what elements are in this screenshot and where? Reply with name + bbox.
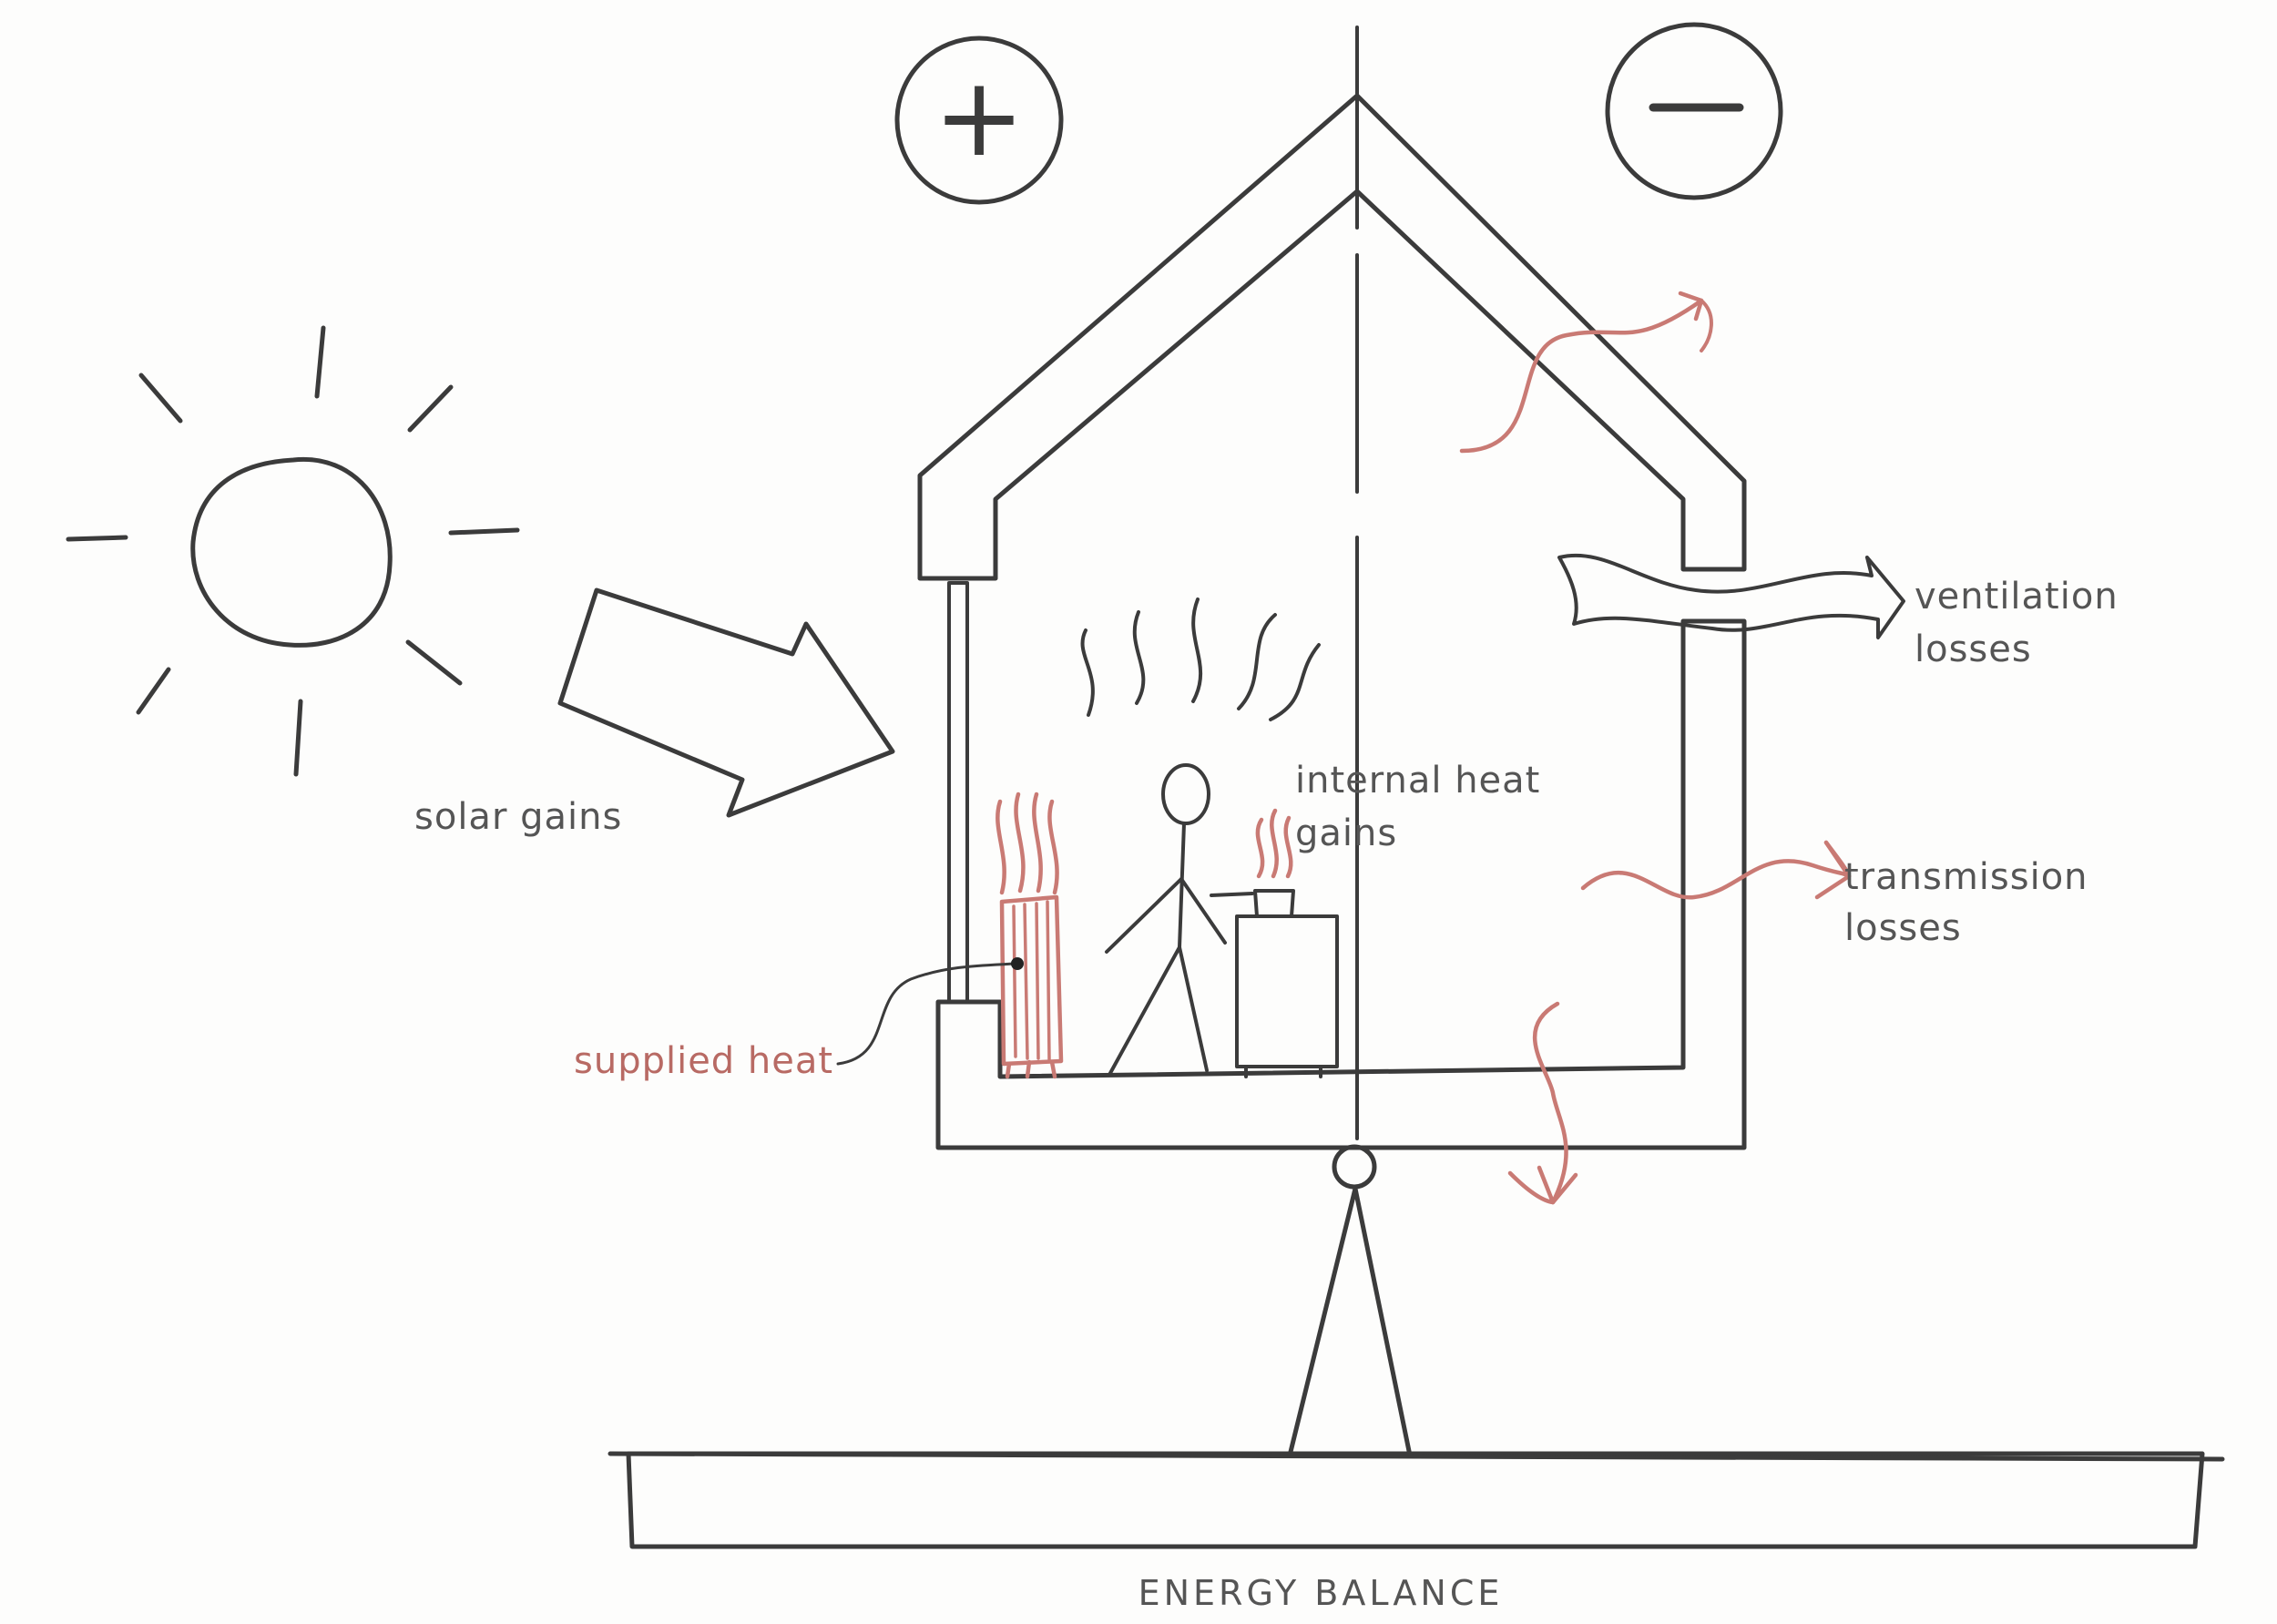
stove-icon: [1235, 808, 1339, 1078]
scale-base: [608, 1451, 2225, 1549]
label-transmission-1: transmission: [1844, 856, 2088, 898]
ventilation-arrow-icon: [1557, 553, 1905, 639]
person-icon: [1105, 763, 1254, 1077]
minus-circle-icon: [1605, 22, 1783, 200]
floor-loss-arrow: [1507, 1001, 1578, 1205]
label-ventilation-2: losses: [1915, 628, 2032, 670]
plus-symbol: +: [934, 55, 1026, 181]
transmission-arrow: [1580, 840, 1852, 900]
roof-loss-arrow: [1459, 291, 1713, 454]
heat-waves: [1080, 598, 1321, 721]
house-walls: [917, 93, 1747, 1150]
radiator-icon: [996, 792, 1064, 1079]
label-internal-heat-1: internal heat: [1295, 760, 1540, 802]
fulcrum-icon: [1287, 1144, 1413, 1458]
sun-icon: [66, 325, 520, 777]
solar-arrow-icon: [557, 587, 895, 818]
supplied-heat-leader: [836, 957, 1024, 1066]
label-supplied-heat: supplied heat: [574, 1040, 833, 1082]
label-internal-heat-2: gains: [1295, 812, 1397, 854]
plus-circle-icon: +: [894, 36, 1064, 205]
label-transmission-2: losses: [1844, 907, 1962, 949]
diagram-title: ENERGY BALANCE: [1138, 1573, 1504, 1613]
label-ventilation-1: ventilation: [1915, 576, 2119, 618]
window: [947, 581, 969, 1004]
label-solar-gains: solar gains: [414, 796, 622, 838]
